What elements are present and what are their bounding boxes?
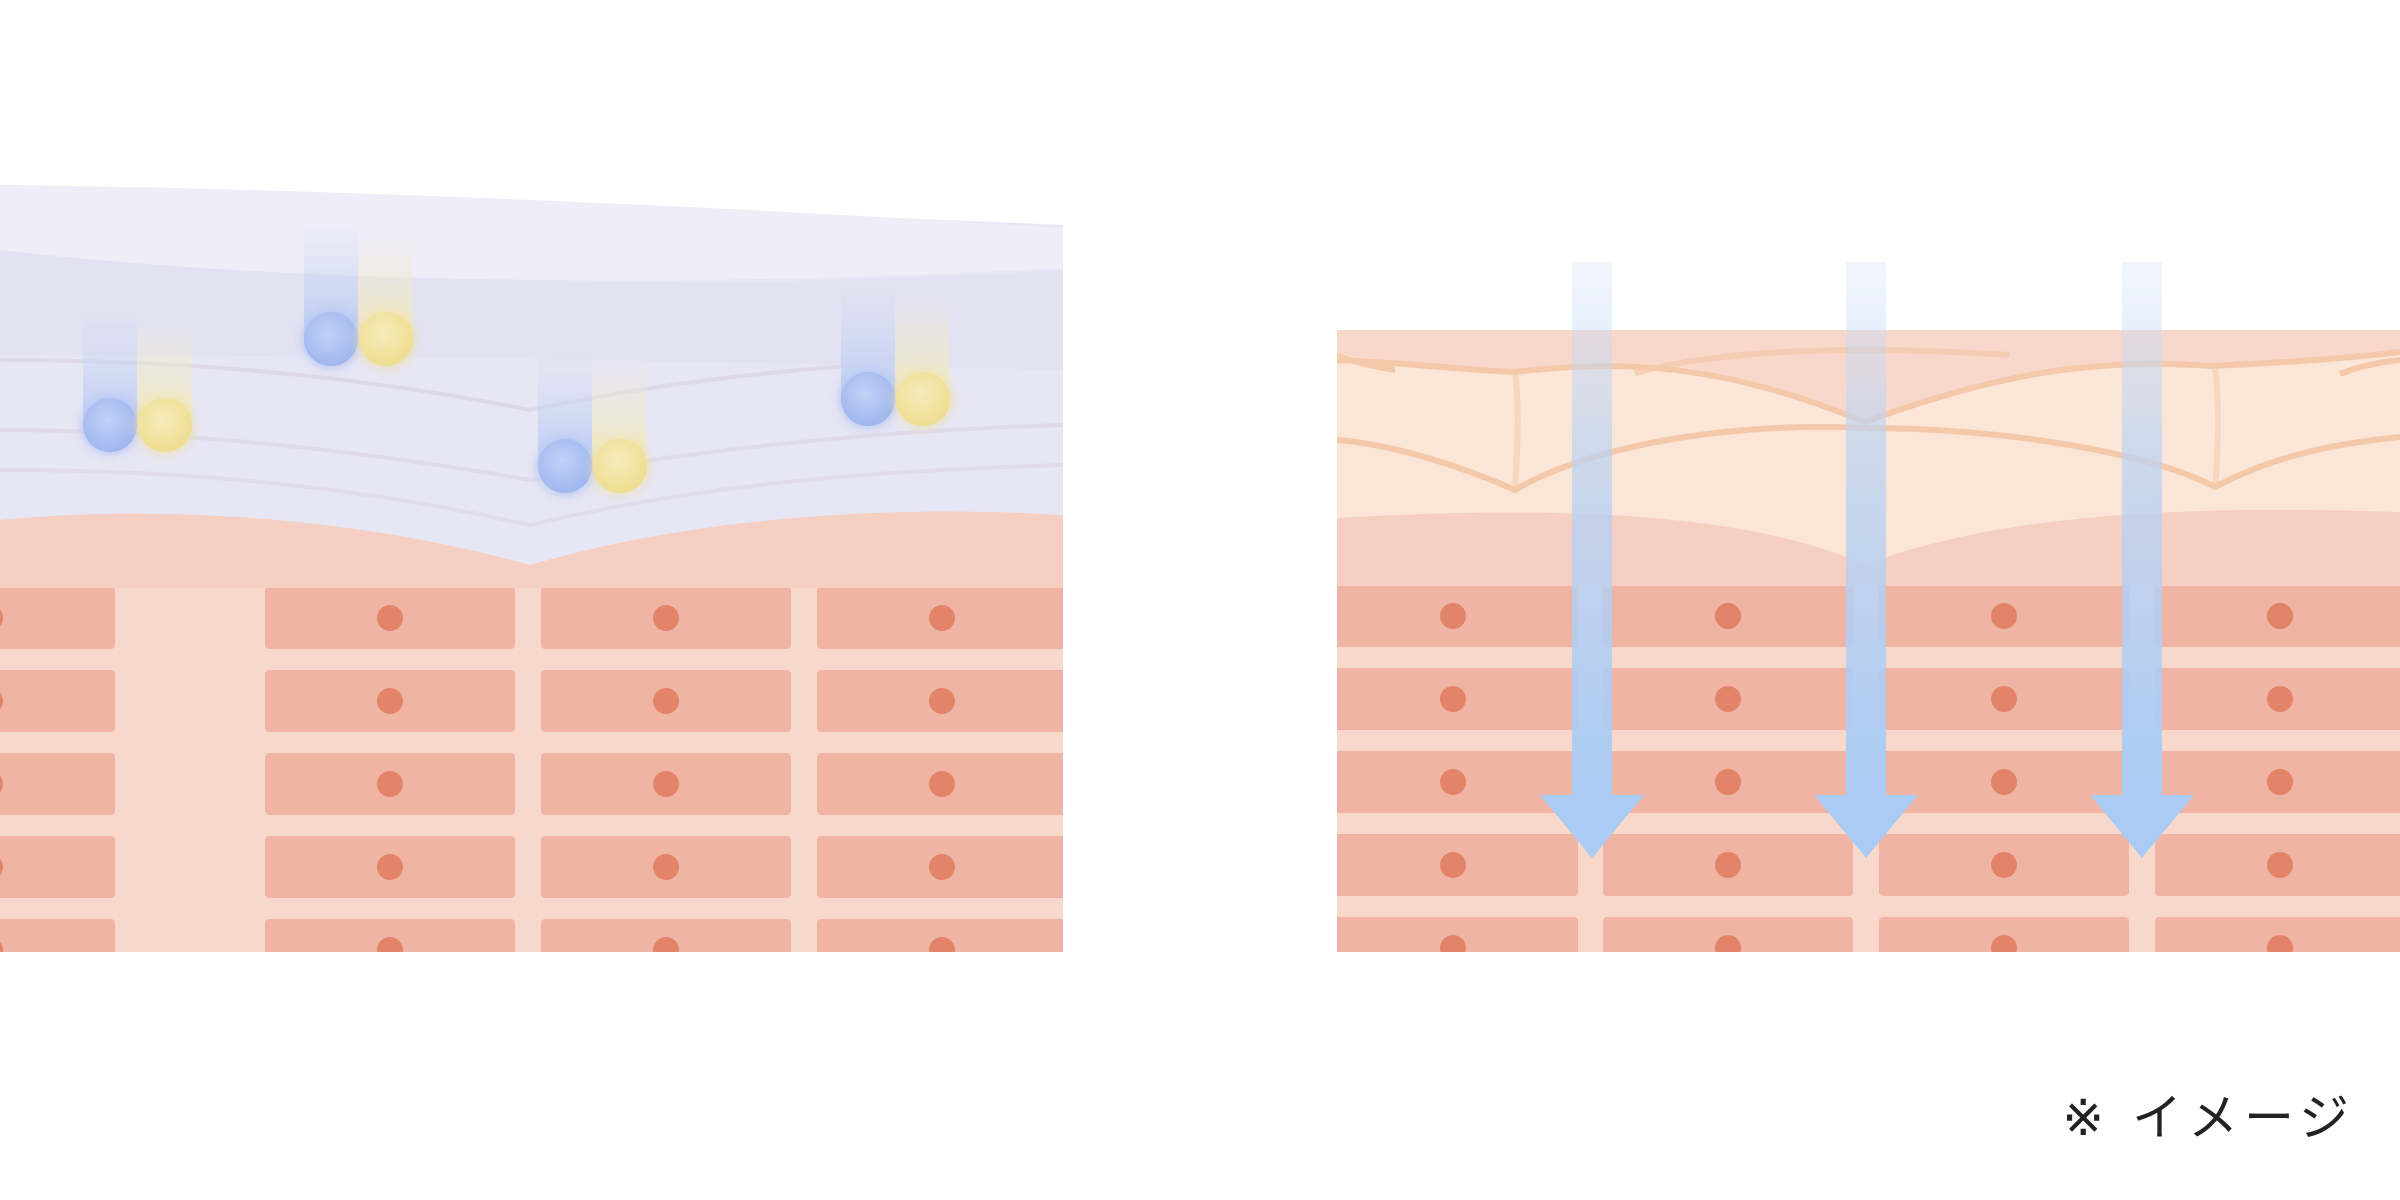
cell-nucleus bbox=[1440, 935, 1466, 952]
cell-nucleus bbox=[929, 688, 955, 714]
panel-bottom-edge bbox=[0, 952, 2400, 958]
arrow-head bbox=[2090, 795, 2194, 858]
skin-cell bbox=[0, 919, 115, 952]
yellow-particle bbox=[359, 312, 413, 366]
skin-cell bbox=[0, 836, 115, 898]
cell-grid bbox=[1337, 585, 2400, 952]
yellow-particle bbox=[138, 398, 192, 452]
cell-nucleus bbox=[2267, 852, 2293, 878]
cell-nucleus bbox=[653, 854, 679, 880]
penetration-arrows bbox=[1540, 262, 2194, 858]
arrow-shaft bbox=[2122, 262, 2162, 797]
blue-particle bbox=[538, 439, 592, 493]
skin-cell bbox=[0, 670, 115, 732]
blue-particle bbox=[841, 372, 895, 426]
cell-nucleus bbox=[377, 771, 403, 797]
skin-cell bbox=[1337, 917, 1578, 952]
cell-nucleus bbox=[1440, 852, 1466, 878]
cell-nucleus bbox=[2267, 686, 2293, 712]
cell-nucleus bbox=[0, 858, 3, 876]
cell-nucleus bbox=[929, 771, 955, 797]
cell-nucleus bbox=[1991, 603, 2017, 629]
cell-nucleus bbox=[1991, 852, 2017, 878]
arrow-shaft bbox=[1572, 262, 1612, 797]
skin-cell bbox=[265, 919, 515, 952]
protective-film-top bbox=[0, 185, 1063, 281]
unprotected-skin-panel bbox=[1337, 262, 2400, 952]
blue-particle bbox=[304, 312, 358, 366]
image-caption: ※ イメージ bbox=[2062, 1089, 2355, 1147]
yellow-particle bbox=[593, 439, 647, 493]
skin-cell bbox=[0, 587, 115, 649]
skin-cell bbox=[1879, 917, 2129, 952]
cell-nucleus bbox=[1715, 769, 1741, 795]
cell-nucleus bbox=[377, 937, 403, 952]
blocked-particles bbox=[83, 224, 950, 493]
cell-nucleus bbox=[1715, 686, 1741, 712]
cell-nucleus bbox=[653, 937, 679, 952]
particle-pair bbox=[841, 284, 950, 426]
cell-nucleus bbox=[929, 605, 955, 631]
blue-particle bbox=[83, 398, 137, 452]
cell-nucleus bbox=[2267, 935, 2293, 952]
penetration-arrow bbox=[1540, 262, 1644, 858]
cell-nucleus bbox=[377, 605, 403, 631]
penetration-arrow bbox=[2090, 262, 2194, 858]
yellow-particle bbox=[896, 372, 950, 426]
cell-nucleus bbox=[1991, 935, 2017, 952]
cell-nucleus bbox=[0, 941, 3, 952]
cell-nucleus bbox=[1440, 769, 1466, 795]
cell-grid bbox=[0, 587, 1063, 952]
particle-pair bbox=[304, 224, 413, 366]
cell-nucleus bbox=[1440, 603, 1466, 629]
arrow-head bbox=[1540, 795, 1644, 858]
cell-nucleus bbox=[653, 771, 679, 797]
cell-nucleus bbox=[1715, 935, 1741, 952]
protected-skin-panel bbox=[0, 185, 1063, 952]
cell-nucleus bbox=[653, 688, 679, 714]
cell-nucleus bbox=[1991, 686, 2017, 712]
skin-cell bbox=[0, 753, 115, 815]
cell-nucleus bbox=[0, 692, 3, 710]
penetration-arrow bbox=[1814, 262, 1918, 858]
arrow-shaft bbox=[1846, 262, 1886, 797]
cell-nucleus bbox=[929, 937, 955, 952]
cell-nucleus bbox=[653, 605, 679, 631]
cell-nucleus bbox=[1715, 603, 1741, 629]
cell-nucleus bbox=[377, 854, 403, 880]
basal-layer bbox=[0, 511, 1063, 588]
cell-nucleus bbox=[1991, 769, 2017, 795]
cell-nucleus bbox=[1715, 852, 1741, 878]
particle-pair bbox=[83, 310, 192, 452]
cell-nucleus bbox=[0, 775, 3, 793]
cell-nucleus bbox=[0, 609, 3, 627]
particle-pair bbox=[538, 351, 647, 493]
skin-cell bbox=[2155, 917, 2400, 952]
cell-nucleus bbox=[2267, 769, 2293, 795]
cell-nucleus bbox=[929, 854, 955, 880]
arrow-head bbox=[1814, 795, 1918, 858]
cell-nucleus bbox=[377, 688, 403, 714]
skin-cell bbox=[817, 919, 1063, 952]
cell-nucleus bbox=[1440, 686, 1466, 712]
skin-cell bbox=[541, 919, 791, 952]
protective-film-band bbox=[0, 250, 1063, 370]
stratum-corneum-line bbox=[0, 463, 1063, 528]
skin-cell bbox=[1603, 917, 1853, 952]
cell-nucleus bbox=[2267, 603, 2293, 629]
